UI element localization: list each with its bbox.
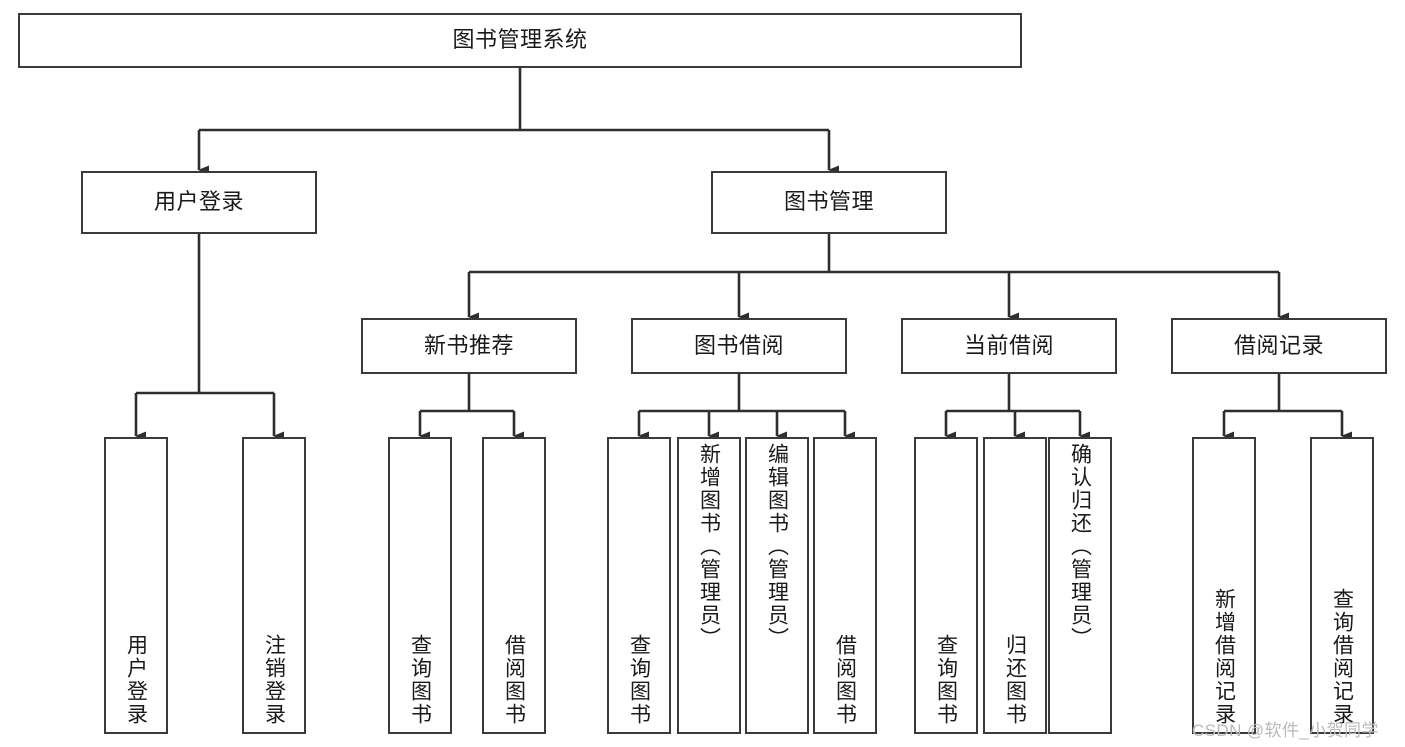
node-leaf-edit-book-admin[interactable]: 编辑图书（管理员）: [745, 437, 809, 734]
node-book-manage[interactable]: 图书管理: [711, 171, 947, 234]
node-label-leaf-edit-book-admin: 编辑图书（管理员）: [765, 443, 789, 650]
node-label-leaf-add-book-admin: 新增图书（管理员）: [697, 443, 721, 650]
node-label-new-book-recommend: 新书推荐: [423, 332, 514, 358]
node-label-leaf-add-borrow-record: 新增借阅记录: [1212, 588, 1236, 726]
node-leaf-user-login[interactable]: 用户登录: [104, 437, 168, 734]
node-leaf-query-book-1[interactable]: 查询图书: [388, 437, 452, 734]
node-leaf-borrow-book-2[interactable]: 借阅图书: [813, 437, 877, 734]
node-new-book-recommend[interactable]: 新书推荐: [361, 318, 577, 374]
node-label-leaf-query-book-2: 查询图书: [627, 634, 651, 726]
node-label-user-login: 用户登录: [153, 189, 244, 215]
node-leaf-logout-login[interactable]: 注销登录: [242, 437, 306, 734]
node-root[interactable]: 图书管理系统: [18, 13, 1022, 68]
node-label-leaf-return-book: 归还图书: [1003, 634, 1027, 726]
node-leaf-borrow-book-1[interactable]: 借阅图书: [482, 437, 546, 734]
node-leaf-add-book-admin[interactable]: 新增图书（管理员）: [677, 437, 741, 734]
node-label-leaf-logout-login: 注销登录: [262, 634, 286, 726]
node-label-borrow-record: 借阅记录: [1233, 332, 1324, 358]
watermark-label: CSDN @软件_小贺同学: [1192, 721, 1379, 740]
node-leaf-query-book-3[interactable]: 查询图书: [914, 437, 978, 734]
node-leaf-query-borrow-record[interactable]: 查询借阅记录: [1310, 437, 1374, 734]
node-label-current-borrow: 当前借阅: [963, 332, 1054, 358]
node-leaf-return-book[interactable]: 归还图书: [983, 437, 1047, 734]
node-label-leaf-confirm-return-admin: 确认归还（管理员）: [1068, 443, 1092, 650]
node-label-leaf-query-book-1: 查询图书: [408, 634, 432, 726]
node-label-leaf-query-book-3: 查询图书: [934, 634, 958, 726]
node-borrow-record[interactable]: 借阅记录: [1171, 318, 1387, 374]
node-leaf-query-book-2[interactable]: 查询图书: [607, 437, 671, 734]
node-book-borrow[interactable]: 图书借阅: [631, 318, 847, 374]
node-label-leaf-query-borrow-record: 查询借阅记录: [1330, 588, 1354, 726]
node-leaf-add-borrow-record[interactable]: 新增借阅记录: [1192, 437, 1256, 734]
node-user-login[interactable]: 用户登录: [81, 171, 317, 234]
node-leaf-confirm-return-admin[interactable]: 确认归还（管理员）: [1048, 437, 1112, 734]
node-label-leaf-borrow-book-2: 借阅图书: [833, 634, 857, 726]
node-label-leaf-user-login: 用户登录: [124, 634, 148, 726]
node-label-leaf-borrow-book-1: 借阅图书: [502, 634, 526, 726]
node-label-book-manage: 图书管理: [783, 189, 874, 215]
node-label-book-borrow: 图书借阅: [693, 332, 784, 358]
node-current-borrow[interactable]: 当前借阅: [901, 318, 1117, 374]
node-label-root: 图书管理系统: [452, 27, 588, 53]
edge-group: [134, 68, 1352, 441]
